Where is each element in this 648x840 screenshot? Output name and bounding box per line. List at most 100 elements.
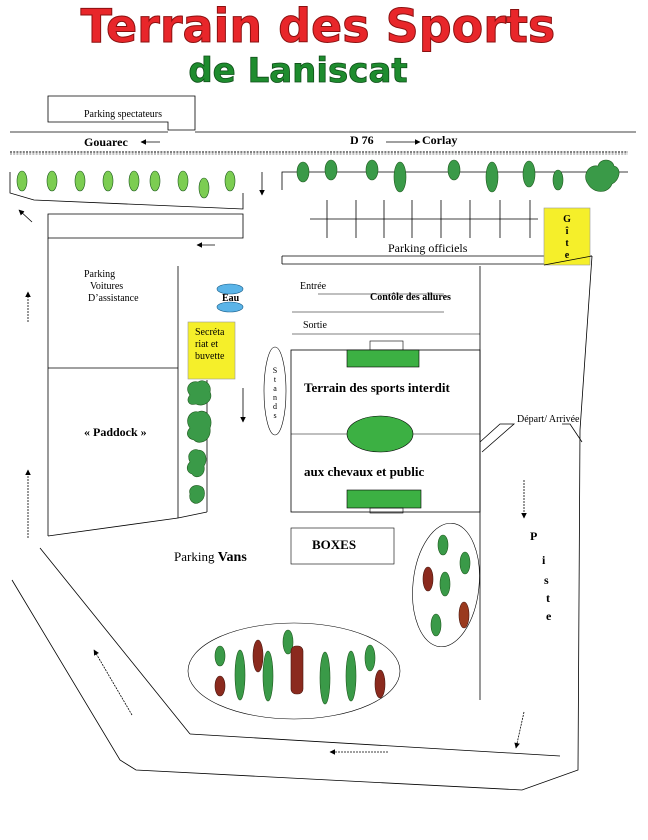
tree-bush xyxy=(187,410,212,443)
right-tree-strip xyxy=(281,171,628,190)
tree xyxy=(74,170,86,192)
centre-circle xyxy=(346,415,414,453)
parking-vans-prefix: Parking xyxy=(174,549,218,564)
tree xyxy=(422,566,434,592)
tree xyxy=(198,177,210,199)
parking-spectateurs-label: Parking spectateurs xyxy=(84,109,162,120)
secretariat-label: buvette xyxy=(195,351,225,362)
gite-letter: t xyxy=(565,238,569,249)
tree xyxy=(374,669,386,699)
tree xyxy=(393,161,407,193)
boxes-label: BOXES xyxy=(312,537,356,552)
eau-label: Eau xyxy=(222,293,240,304)
depart-arrivee-label: Départ/ Arrivée xyxy=(517,414,580,425)
goal-area-top xyxy=(346,349,420,368)
tree xyxy=(319,651,331,705)
map-subtitle: de Laniscat xyxy=(188,51,407,91)
goal-top xyxy=(369,340,404,351)
tree xyxy=(290,645,304,695)
tree xyxy=(214,675,226,697)
gite-letter: î xyxy=(565,226,569,237)
piste-letter: t xyxy=(546,591,550,605)
sortie-label: Sortie xyxy=(303,320,327,331)
gite-letter: e xyxy=(565,250,570,261)
left-tree-strip xyxy=(9,172,244,210)
stands-letter: S xyxy=(273,366,277,375)
parking-vans-label: Parking Vans xyxy=(174,549,247,565)
gite-letter: G xyxy=(563,214,571,225)
tree xyxy=(345,650,357,702)
arrow-exit-diagonal xyxy=(18,209,33,223)
entree-label: Entrée xyxy=(300,281,327,292)
parking-assistance-label: D’assistance xyxy=(88,293,139,304)
stands-letter: d xyxy=(273,402,277,411)
tree xyxy=(234,649,246,701)
parking-officiels-area xyxy=(47,200,592,265)
tree xyxy=(149,170,161,192)
tree xyxy=(262,650,274,702)
right-tree-row xyxy=(296,159,620,193)
tree-bush xyxy=(189,485,205,504)
controle-label: Contôle des allures xyxy=(370,292,451,303)
piste-letter: e xyxy=(546,609,552,623)
tree-bush xyxy=(187,380,212,406)
terrain-label: Terrain des sports interdit xyxy=(304,380,450,395)
secretariat-label: Secréta xyxy=(195,327,225,338)
stands-letter: t xyxy=(274,375,277,384)
tree-bush xyxy=(186,449,207,478)
tree-grove-right xyxy=(412,522,480,648)
stands-letter: n xyxy=(273,393,277,402)
tree xyxy=(430,613,442,637)
goal-area-bottom xyxy=(346,489,422,509)
goal-bottom xyxy=(369,507,404,514)
tree-bush xyxy=(585,159,620,192)
parking-assistance-label: Voitures xyxy=(90,281,123,292)
parking-assistance-label: Parking xyxy=(84,269,115,280)
left-tree-row xyxy=(16,170,236,199)
tree xyxy=(485,161,499,193)
tree xyxy=(324,159,338,181)
depart-arrivee-gate xyxy=(479,423,583,453)
tree xyxy=(439,571,451,597)
tree xyxy=(252,639,264,673)
piste-letter: P xyxy=(530,529,537,543)
stands-letter: a xyxy=(273,384,277,393)
arrow-up-diagonal xyxy=(93,649,133,716)
tree xyxy=(459,551,471,575)
arrow-down-piste xyxy=(514,711,525,749)
tree xyxy=(128,170,140,192)
parking-spectateurs-area xyxy=(47,95,196,131)
terrain-label: aux chevaux et public xyxy=(304,464,424,479)
gite-building xyxy=(543,207,591,266)
tree xyxy=(16,170,28,192)
road-d76 xyxy=(10,131,636,155)
paddock-trees xyxy=(186,380,212,504)
piste-letter: s xyxy=(544,573,549,587)
sports-field xyxy=(290,340,481,514)
tree xyxy=(102,170,114,192)
tree xyxy=(365,159,379,181)
map-title: Terrain des Sports xyxy=(81,0,556,53)
tree xyxy=(46,170,58,192)
tree xyxy=(552,169,564,191)
parking-officiels-label: Parking officiels xyxy=(388,241,468,255)
secretariat-buvette-building xyxy=(187,321,236,380)
corlay-label: Corlay xyxy=(422,133,457,147)
tree-grove-bottom xyxy=(187,622,401,720)
tree xyxy=(282,629,294,655)
tree xyxy=(224,170,236,192)
gouarec-label: Gouarec xyxy=(84,135,128,149)
tree xyxy=(437,534,449,556)
secretariat-label: riat et xyxy=(195,339,218,350)
site-outline xyxy=(11,238,593,791)
tree xyxy=(177,170,189,192)
tree xyxy=(447,159,461,181)
boxes-building xyxy=(290,527,395,565)
piste-letter: i xyxy=(542,553,546,567)
tree xyxy=(214,645,226,667)
paddock-label: « Paddock » xyxy=(84,425,147,439)
parking-vans-bold: Vans xyxy=(218,550,248,565)
tree xyxy=(296,161,310,183)
water-point xyxy=(216,283,244,295)
